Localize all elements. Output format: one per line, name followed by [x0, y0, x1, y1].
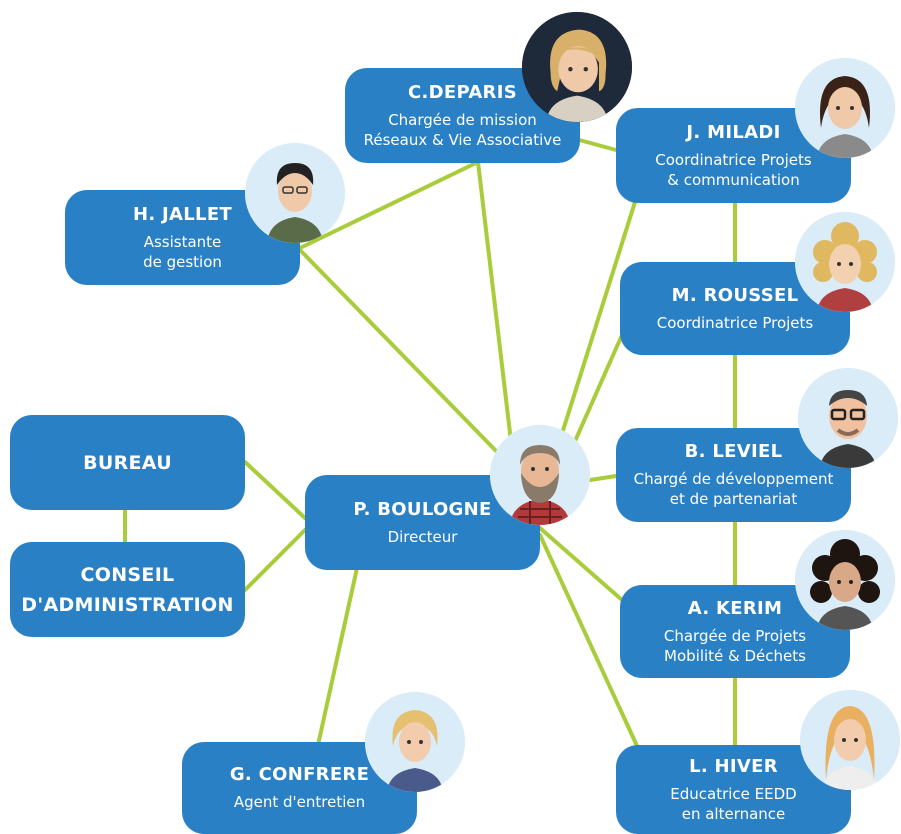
person-role: Chargé de développement et de partenaria…: [634, 469, 834, 509]
person-role: Coordinatrice Projets: [656, 313, 814, 332]
person-name: A. KERIM: [687, 597, 783, 619]
curly-dark-woman-avatar-icon: [795, 530, 895, 630]
bearded-man-avatar-icon: [490, 425, 590, 525]
person-role-line1: Educatrice EEDD: [670, 784, 797, 803]
conseil-administration-node: CONSEIL D'ADMINISTRATION: [10, 542, 245, 637]
person-role-line2: Mobilité & Déchets: [664, 646, 806, 665]
connector-director-miladi: [558, 200, 637, 442]
director-node: P. BOULOGNE Directeur: [305, 475, 540, 570]
connector-director-roussel: [570, 333, 624, 450]
person-role-line2: Réseaux & Vie Associative: [363, 130, 562, 149]
blonde-woman-avatar-icon: [522, 12, 632, 122]
hiver-node: L. HIVER Educatrice EEDD en alternance: [616, 745, 851, 834]
person-name: G. CONFRERE: [229, 764, 370, 785]
conseil-title-line1: CONSEIL: [80, 563, 175, 586]
connector-director-leviel: [588, 474, 618, 482]
person-role-line1: Chargée de mission: [388, 110, 537, 129]
person-role-line2: en alternance: [681, 804, 786, 823]
person-role-line2: et de partenariat: [669, 490, 798, 508]
bureau-node: BUREAU: [10, 415, 245, 510]
person-name: J. MILADI: [686, 121, 781, 143]
brunette-woman-avatar-icon: [795, 58, 895, 158]
person-role-line1: Assistante: [143, 232, 222, 251]
person-role-line1: Coordinatrice Projets: [655, 150, 812, 169]
person-role: Chargée de mission Réseaux & Vie Associa…: [364, 110, 562, 150]
person-name: C.DEPARIS: [408, 81, 517, 103]
connector-director-hiver: [538, 533, 640, 750]
person-role: Assistante de gestion: [143, 232, 222, 272]
curly-blonde-woman-avatar-icon: [795, 212, 895, 312]
person-role-line1: Chargée de Projets: [663, 626, 807, 645]
person-name: H. JALLET: [132, 203, 232, 225]
person-role-line2: & communication: [667, 170, 800, 189]
person-name: L. HIVER: [689, 755, 778, 777]
conseil-title-line2: D'ADMINISTRATION: [21, 593, 234, 616]
connector-director-jallet: [298, 248, 502, 457]
connector-conseil-director: [243, 528, 307, 592]
person-role-line1: Chargé de développement: [633, 470, 834, 488]
person-role: Directeur: [387, 527, 458, 546]
bureau-title: BUREAU: [83, 451, 172, 474]
connector-bureau-director: [243, 460, 307, 520]
connector-jallet-deparis: [298, 160, 480, 250]
long-blonde-woman-avatar-icon: [800, 690, 900, 790]
connector-director-deparis: [476, 160, 514, 452]
young-man-avatar-icon: [245, 143, 345, 243]
person-name: M. ROUSSEL: [671, 284, 799, 306]
person-role: Coordinatrice Projets & communication: [655, 150, 811, 190]
person-name: P. BOULOGNE: [353, 498, 492, 520]
person-role-line2: de gestion: [143, 252, 222, 271]
glasses-man-avatar-icon: [798, 368, 898, 468]
person-role: Educatrice EEDD en alternance: [670, 784, 796, 824]
short-blonde-woman-avatar-icon: [365, 692, 465, 792]
person-name: B. LEVIEL: [684, 441, 783, 462]
person-role: Agent d'entretien: [233, 793, 366, 811]
connector-director-confrere: [316, 566, 359, 747]
connector-director-kerim: [538, 526, 624, 602]
person-role: Chargée de Projets Mobilité & Déchets: [664, 626, 806, 666]
